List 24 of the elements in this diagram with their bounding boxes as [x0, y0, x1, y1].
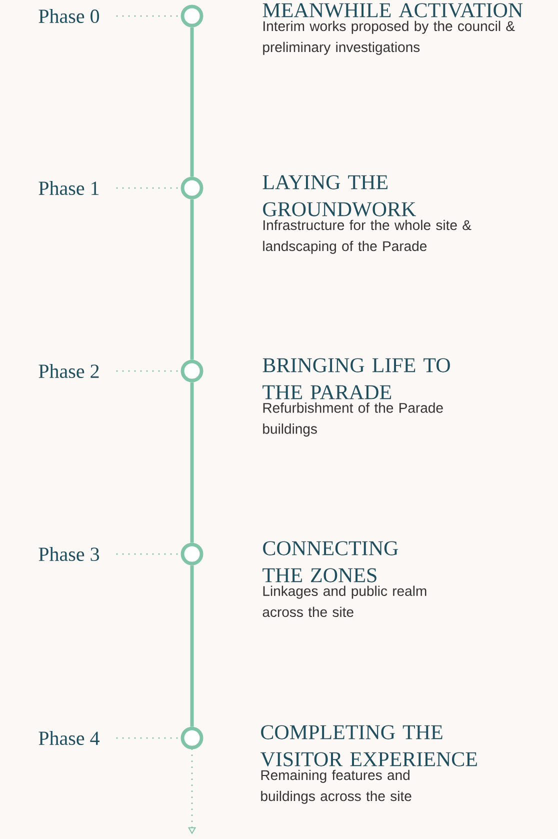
- timeline-circle: [180, 176, 204, 200]
- phase-label: Phase 0: [38, 8, 100, 24]
- timeline-circle: [180, 542, 204, 566]
- phase-label: Phase 4: [38, 730, 100, 746]
- phase-label: Phase 1: [38, 180, 99, 196]
- phase-heading: CONNECTING THE ZONES: [262, 541, 398, 582]
- connector-line: [190, 27, 194, 177]
- phase-description: Remaining features and buildings across the site: [261, 770, 412, 804]
- timeline-circle: [180, 4, 204, 28]
- connector-line: [190, 382, 194, 543]
- connector-line: [190, 565, 194, 727]
- phase-description: Refurbishment of the Parade buildings: [263, 402, 443, 437]
- phase-heading: COMPLETING THE VISITOR EXPERIENCE: [260, 725, 477, 766]
- phase-description: Infrastructure for the whole site & landscaping of the Parade: [263, 220, 472, 254]
- timeline-circle: [180, 360, 204, 382]
- phase-description: Interim works proposed by the council & preliminary investigations: [263, 20, 515, 55]
- phase-heading: LAYING THE GROUNDWORK: [262, 175, 416, 216]
- phase-heading: MEANWHILE ACTIVATION: [262, 3, 523, 18]
- phase-description: Linkages and public realm across the site: [262, 586, 426, 617]
- timeline-circle: [180, 726, 204, 750]
- phase-label: Phase 2: [38, 364, 99, 378]
- phase-heading: BRINGING LIFE TO THE PARADE: [262, 358, 450, 400]
- phase-label: Phase 3: [38, 546, 100, 562]
- connector-line: [190, 199, 194, 360]
